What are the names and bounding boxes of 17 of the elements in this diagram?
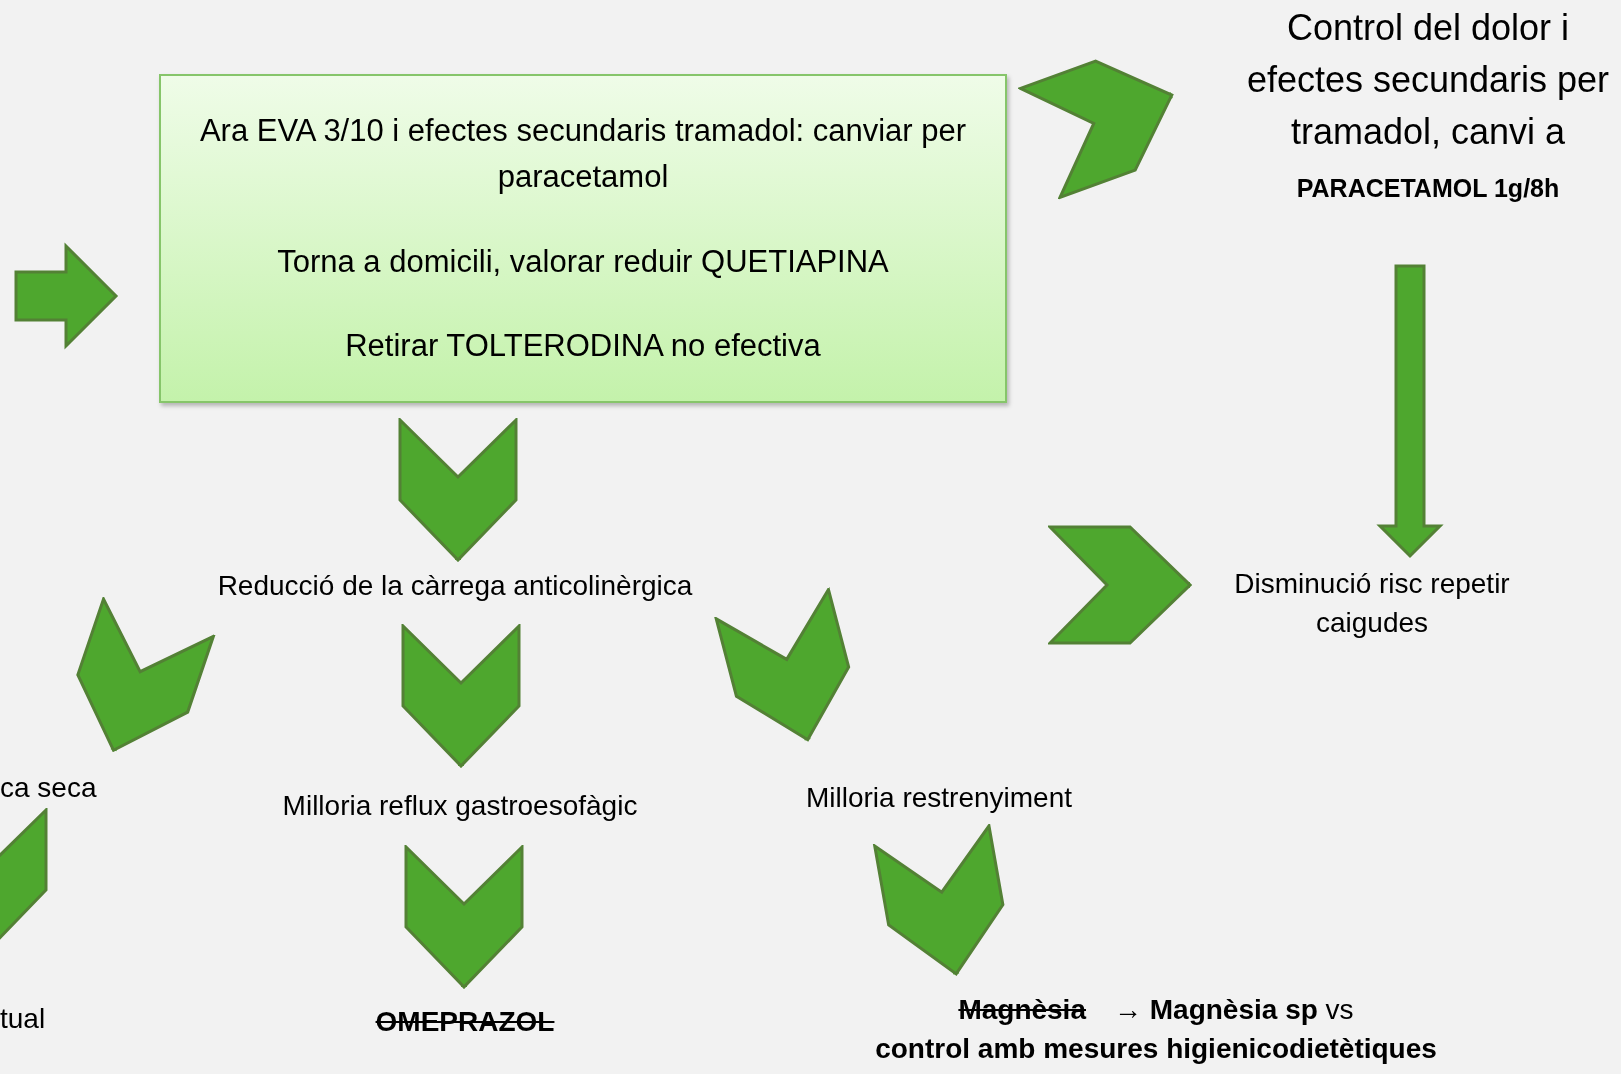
flow-text: OMEPRAZOL <box>374 1005 556 1039</box>
flow-text: Reducció de la càrrega anticolinèrgica <box>216 569 694 603</box>
flow-text: ca seca <box>0 771 98 805</box>
box-text: Ara EVA 3/10 i efectes secundaris tramadol: canviar per paracetamol <box>198 111 968 196</box>
flow-text: Control del dolor i efectes secundaris per tramadol, canvi a PARACETAMOL 1g/8h <box>1245 6 1611 204</box>
block-arrow <box>14 242 119 350</box>
block-arrow <box>1376 264 1444 559</box>
flow-text: Milloria reflux gastroesofàgic <box>281 789 639 823</box>
box-text: Torna a domicili, valorar reduir QUETIAPINA <box>276 242 890 281</box>
flow-text: Disminució risc repetir caigudes <box>1233 567 1511 641</box>
process-box <box>159 74 1007 403</box>
flow-text: → Magnèsia sp vs <box>1114 994 1354 1025</box>
box-text: Retirar TOLTERODINA no efectiva <box>344 327 822 365</box>
flow-text: Milloria restrenyiment <box>804 781 1074 815</box>
flow-text: tual <box>0 1002 47 1036</box>
flow-text: control amb mesures higienicodietètiques <box>874 1032 1438 1067</box>
flow-text: Magnèsia <box>958 994 1086 1025</box>
